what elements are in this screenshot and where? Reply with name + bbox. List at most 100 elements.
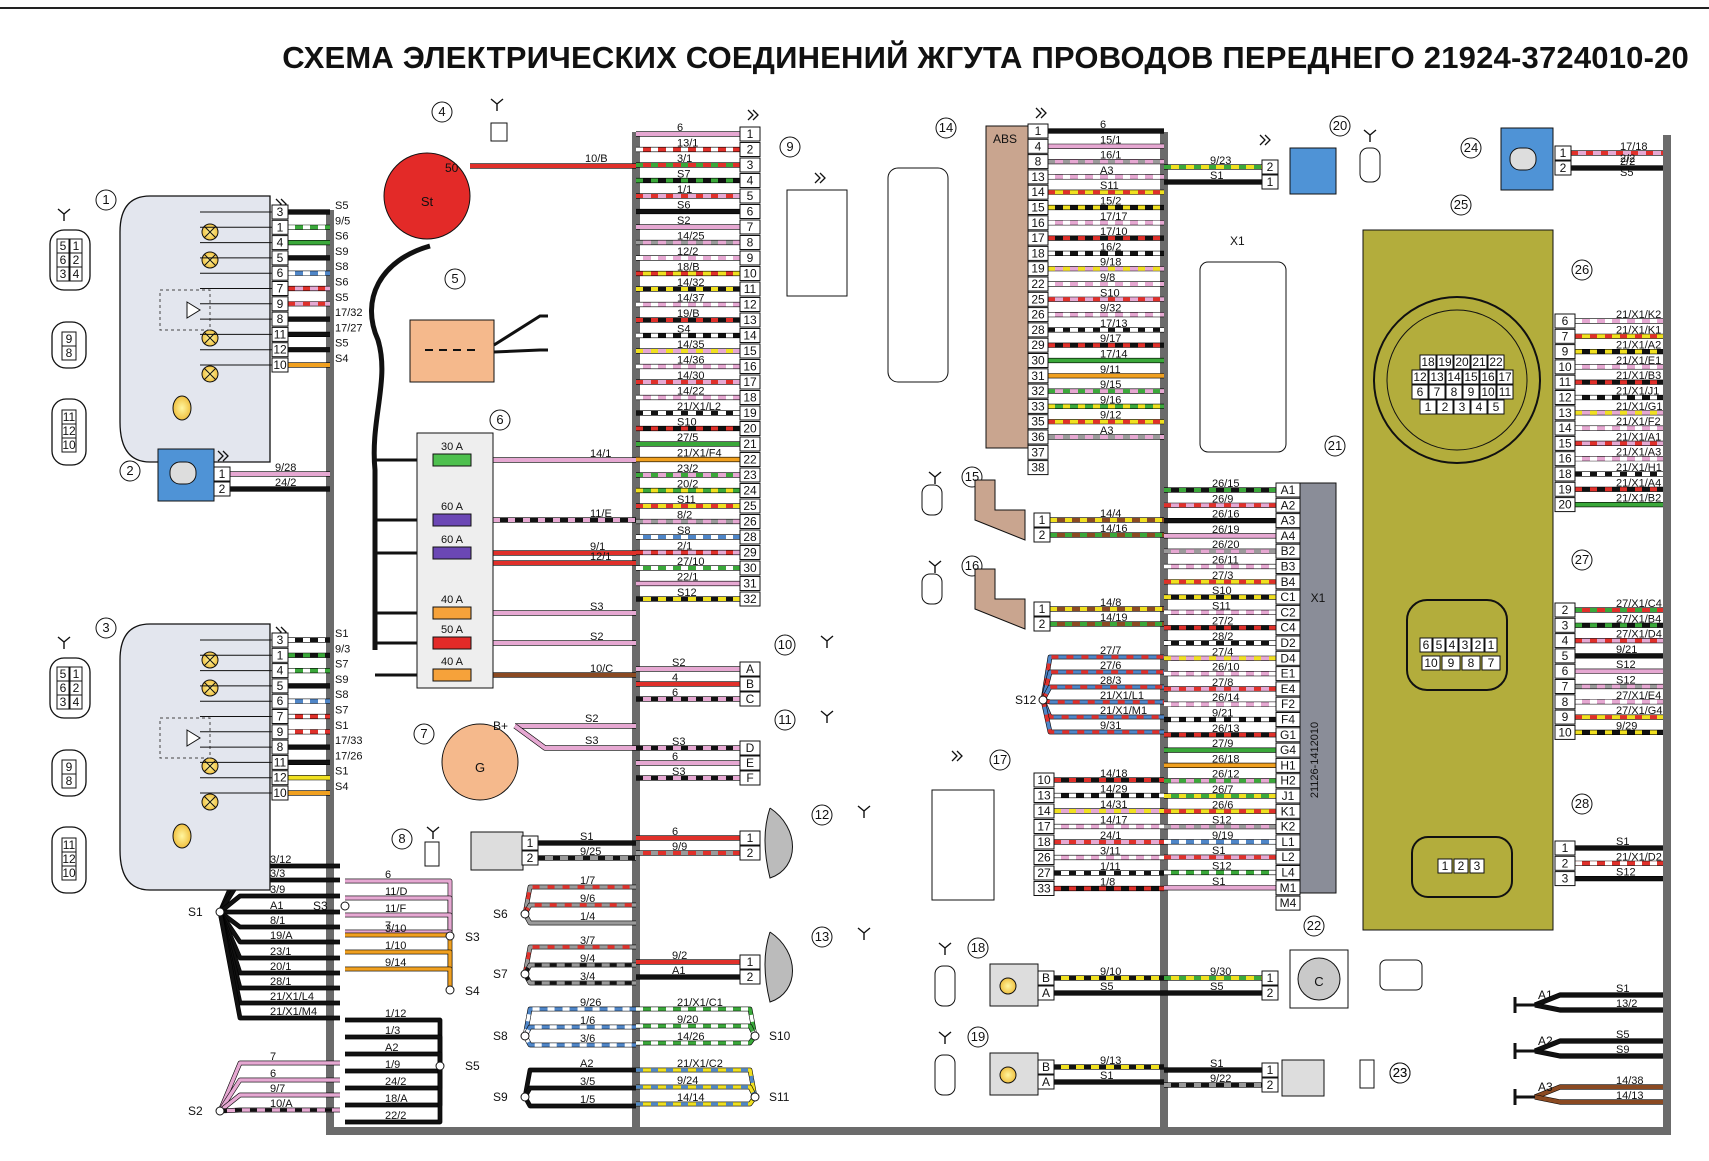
wire-label: 9/11 bbox=[1100, 364, 1121, 376]
pin-box bbox=[1033, 512, 1051, 528]
pin-number: 1 bbox=[1560, 146, 1567, 160]
wire-label: 9/6 bbox=[580, 893, 595, 905]
wire-label: 13/1 bbox=[677, 138, 698, 150]
pin-box bbox=[213, 466, 231, 482]
conn26-pin bbox=[1554, 344, 1576, 360]
pin-box bbox=[56, 694, 70, 710]
temperature-sensor-icon bbox=[1289, 147, 1337, 195]
wire-label: 21/X1/M4 bbox=[270, 1006, 317, 1018]
conn26-pin bbox=[1554, 466, 1576, 482]
splice-wire bbox=[523, 1068, 636, 1098]
wire-label: S3 bbox=[672, 766, 685, 778]
wire-label: 2/2 bbox=[1620, 156, 1635, 168]
conn9-pin bbox=[739, 390, 761, 405]
wire-label: 14/36 bbox=[677, 355, 705, 367]
wire-label: 10/C bbox=[590, 663, 613, 675]
component-number-circle bbox=[779, 136, 801, 158]
pin-number: 2 bbox=[1562, 856, 1569, 870]
conn9-pin bbox=[739, 483, 761, 498]
component-number-circle bbox=[95, 189, 117, 211]
pin-box bbox=[739, 676, 761, 692]
wire-label: S9 bbox=[1616, 1044, 1629, 1056]
component-number-circle bbox=[489, 409, 511, 431]
pin-box bbox=[1261, 1062, 1279, 1078]
abs-pin bbox=[1027, 460, 1049, 476]
pin-number: 35 bbox=[1031, 415, 1045, 429]
pin-number: 1 bbox=[73, 239, 80, 253]
motor-icon bbox=[169, 461, 197, 485]
headlamp-housing bbox=[119, 623, 271, 891]
wire-label: S6 bbox=[335, 277, 348, 289]
starter-label: St bbox=[421, 194, 434, 209]
pin-box bbox=[1261, 159, 1279, 175]
ecu-pin bbox=[1275, 559, 1301, 574]
lamp-cross bbox=[203, 681, 217, 695]
pin-number: A bbox=[1042, 1075, 1050, 1089]
pin-number: 13 bbox=[1037, 789, 1051, 803]
conn9-pin bbox=[739, 173, 761, 188]
wire-label: 26/11 bbox=[1212, 555, 1239, 567]
component-number: 25 bbox=[1454, 197, 1468, 212]
wire-label: 27/3 bbox=[1212, 570, 1233, 582]
ecu-connector-icon bbox=[1199, 261, 1287, 453]
connector-icon bbox=[1359, 1059, 1375, 1089]
plug-fork-icon bbox=[857, 805, 871, 818]
pin-number: 12 bbox=[743, 298, 757, 312]
plug-fork-icon bbox=[928, 471, 942, 484]
plug-fork-icon bbox=[820, 635, 834, 648]
pin-number: 3 bbox=[60, 695, 67, 709]
ground-wire bbox=[1534, 1039, 1663, 1053]
wire-label: 17/32 bbox=[335, 307, 363, 319]
ground-wire bbox=[1534, 1095, 1663, 1104]
component-number-circle bbox=[119, 460, 141, 482]
component-number-circle bbox=[1329, 115, 1351, 137]
pin-number: 18 bbox=[743, 391, 757, 405]
pin-number: E bbox=[746, 756, 754, 770]
component-number-circle bbox=[1389, 1062, 1411, 1084]
wire-label: 21/X1/K1 bbox=[1616, 324, 1661, 336]
conn9-pin bbox=[739, 328, 761, 343]
pin-number: 31 bbox=[1031, 369, 1045, 383]
component-number-circle bbox=[1324, 435, 1346, 457]
pin-number: 22 bbox=[743, 453, 757, 467]
wire-label: S9 bbox=[335, 674, 348, 686]
conn9-pin bbox=[739, 266, 761, 281]
component-number-circle bbox=[1450, 194, 1472, 216]
pin-box bbox=[61, 773, 77, 789]
wire-label: A3 bbox=[1100, 165, 1113, 177]
ground-wire bbox=[1534, 1003, 1663, 1012]
component-number: 14 bbox=[939, 120, 953, 135]
component-number-circle bbox=[1460, 137, 1482, 159]
wire-label: 2/1 bbox=[677, 541, 692, 553]
fuse-rating: 60 A bbox=[441, 534, 464, 546]
conn9-housing bbox=[786, 189, 848, 297]
pin-number: 7 bbox=[277, 710, 284, 724]
wire-label: S1 bbox=[335, 720, 348, 732]
abs-pin bbox=[1027, 261, 1049, 277]
wire-label: 6 bbox=[1100, 119, 1106, 131]
pin-number: G4 bbox=[1280, 743, 1296, 757]
wire-label: 15/2 bbox=[1100, 196, 1121, 208]
pin-number: 7 bbox=[277, 282, 284, 296]
abs-pin bbox=[1027, 414, 1049, 430]
abs-pin bbox=[1027, 368, 1049, 384]
pin-number: 2 bbox=[219, 482, 226, 496]
pin-number: 8 bbox=[1451, 385, 1458, 399]
wire-label: 27/9 bbox=[1212, 738, 1233, 750]
wire-label: 9/5 bbox=[335, 215, 350, 227]
pin-number: 2 bbox=[1039, 528, 1046, 542]
ecu-pin bbox=[1275, 574, 1301, 590]
conn27-pin bbox=[1554, 724, 1576, 740]
motor-icon bbox=[1509, 147, 1537, 171]
conn28-pin bbox=[1554, 871, 1576, 887]
abs-pin bbox=[1027, 383, 1049, 399]
conn9-pin bbox=[739, 312, 761, 328]
abs-pin bbox=[1027, 337, 1049, 353]
conn26-pin bbox=[1554, 497, 1576, 513]
ecu-pin bbox=[1275, 620, 1301, 636]
wire-label: 14/4 bbox=[1100, 508, 1121, 520]
wire-label: 14/31 bbox=[1100, 799, 1128, 811]
pin-number: 30 bbox=[1031, 354, 1045, 368]
component-number: 16 bbox=[965, 558, 979, 573]
wire-label: 15/1 bbox=[1100, 134, 1121, 146]
